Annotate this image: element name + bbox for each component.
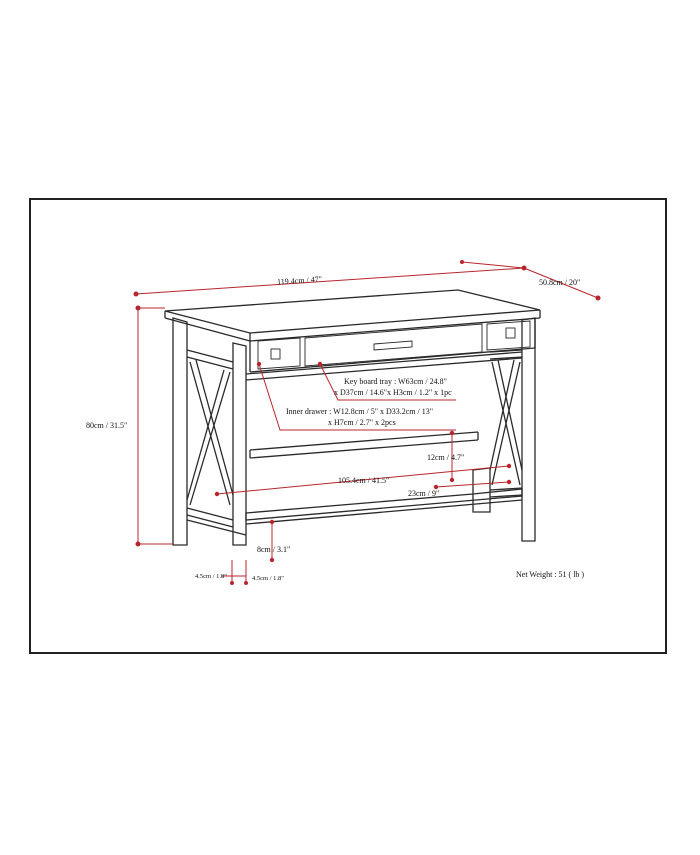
- keyboard-tray-drawer: [304, 323, 483, 367]
- right-drawer: [486, 320, 531, 351]
- leg-clearance-label: 8cm / 3.1": [257, 545, 290, 554]
- dimension-labels: 119.4cm / 47" 50.8cm / 20" 80cm / 31.5" …: [86, 275, 584, 582]
- dimension-lines: [133, 260, 601, 585]
- depth-label: 50.8cm / 20": [539, 278, 580, 287]
- net-weight-label: Net Weight : 51 ( lb ): [516, 570, 584, 579]
- shelf-gap-label: 12cm / 4.7": [427, 453, 464, 462]
- leg-width-left-label: 4.5cm / 1.8": [195, 573, 227, 580]
- keyboard-tray-handle: [373, 340, 413, 351]
- diagram-frame: [29, 198, 667, 654]
- inner-drawer-label-line2: x H7cm / 2.7" x 2pcs: [328, 418, 396, 427]
- inner-drawer-label-line1: Inner drawer : W12.8cm / 5" x D33.2cm / …: [286, 407, 433, 416]
- left-drawer: [257, 337, 301, 370]
- shelf-width-label: 105.4cm / 41.5": [338, 476, 389, 485]
- leg-width-right-label: 4.5cm / 1.8": [252, 575, 284, 582]
- console-table-drawing: [164, 289, 541, 546]
- keyboard-tray-label-line2: x D37cm / 14.6"x H3cm / 1.2" x 1pc: [334, 388, 452, 397]
- left-drawer-knob: [270, 348, 281, 360]
- keyboard-tray-label-line1: Key board tray : W63cm / 24.8": [344, 377, 447, 386]
- height-label: 80cm / 31.5": [86, 421, 127, 430]
- width-label: 119.4cm / 47": [277, 275, 322, 287]
- right-drawer-knob: [505, 327, 516, 339]
- shelf-depth-label: 23cm / 9": [408, 489, 439, 498]
